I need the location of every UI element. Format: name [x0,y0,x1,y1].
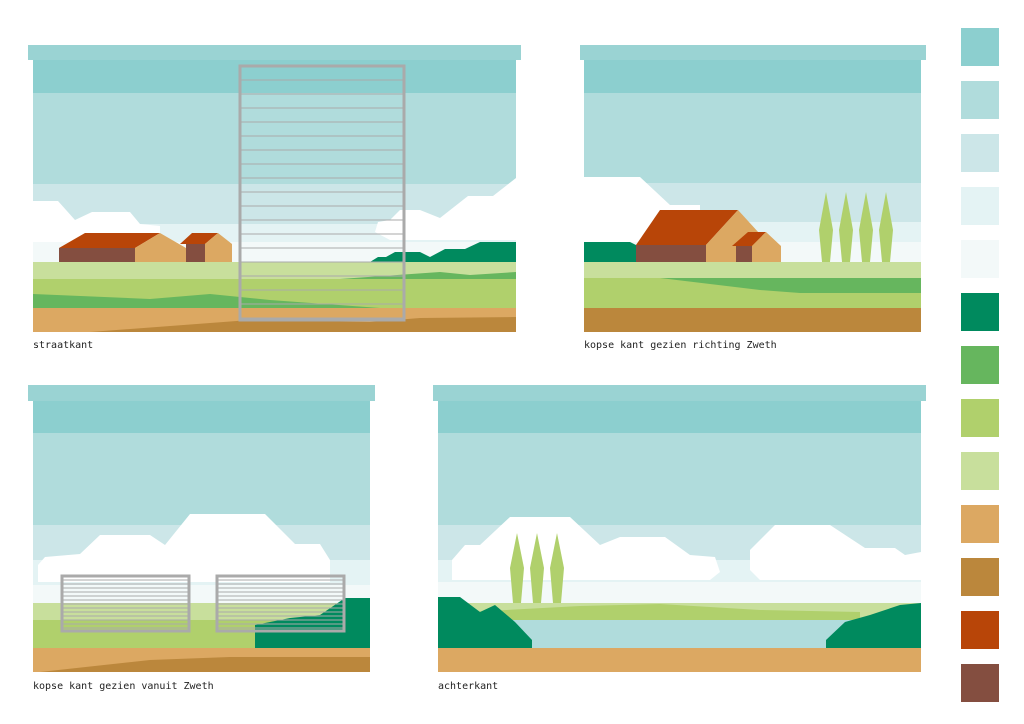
farmhouse [636,210,781,262]
poplar-trees [510,533,564,603]
color-swatch [961,134,999,172]
panel-kopse-kant-richting-zweth [580,45,926,332]
cloud [38,514,330,582]
color-swatch [961,187,999,225]
color-swatch [961,293,999,331]
color-swatch [961,558,999,596]
hill [826,603,921,648]
color-swatch [961,611,999,649]
cloud [375,178,516,240]
color-swatch [961,346,999,384]
panel-kopse-kant-vanuit-zweth [28,385,375,672]
color-swatch [961,664,999,702]
hill [370,242,516,262]
caption-kopse-kant-vanuit-zweth: kopse kant gezien vanuit Zweth [33,681,214,692]
hill [438,597,532,648]
cloud [750,525,921,580]
panel-straatkant [28,45,521,332]
farmhouse [59,233,232,262]
color-swatch [961,505,999,543]
caption-straatkant: straatkant [33,340,94,351]
fence-right [215,574,346,633]
fence-left [60,574,191,633]
color-swatch [961,28,999,66]
color-swatch [961,452,999,490]
color-swatch [961,81,999,119]
caption-kopse-kant-richting-zweth: kopse kant gezien richting Zweth [584,340,777,351]
panel-achterkant [433,385,926,672]
caption-achterkant: achterkant [438,681,499,692]
hill [255,598,370,648]
cloud [33,201,160,242]
fence-grid [238,64,406,322]
color-swatch [961,399,999,437]
color-swatch [961,240,999,278]
poplar-trees [819,192,893,262]
